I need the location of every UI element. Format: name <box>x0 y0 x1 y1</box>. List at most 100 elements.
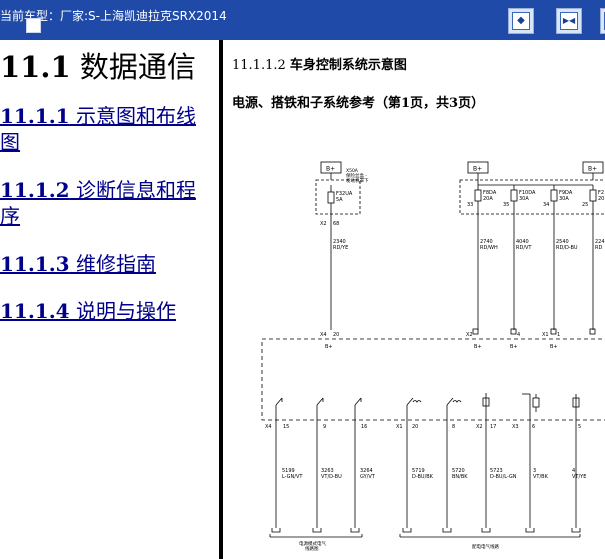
wire-number: 4 <box>572 468 575 474</box>
section-number: 11.1.1.2 <box>232 58 286 73</box>
toc-text: 说明与操作 <box>69 299 176 323</box>
toc-link-2[interactable]: 11.1.2 诊断信息和程序 <box>0 177 215 229</box>
wire-number: 5719 <box>412 468 425 474</box>
switch-pin: X3 <box>512 424 519 430</box>
bplus-label: B+ <box>474 344 482 350</box>
wire-color: RD/D-BU <box>556 245 578 251</box>
internal-switches <box>275 393 580 420</box>
toc-number: 11.1.4 <box>0 299 70 323</box>
wire-number: 3264 <box>360 468 373 474</box>
pin-label: 68 <box>333 221 339 227</box>
switch-pin: X1 <box>396 424 403 430</box>
content-panel: 11.1.1.2 车身控制系统示意图 电源、搭铁和子系统参考（第1页，共3页） … <box>223 40 605 559</box>
wire-number: 4040 <box>516 239 529 245</box>
wire-color: RD/YE <box>333 245 348 251</box>
bottom-terminals <box>269 528 581 538</box>
section-title-text: 车身控制系统示意图 <box>289 58 407 73</box>
fuse-amp: 20 <box>598 196 604 202</box>
toc-link-1[interactable]: 11.1.1 示意图和布线图 <box>0 103 215 155</box>
wire-number: 3263 <box>321 468 334 474</box>
pin-label: 33 <box>467 202 473 208</box>
window-title: 当前车型：厂家:S-上海凯迪拉克SRX2014 <box>0 9 227 23</box>
toc-link-4[interactable]: 11.1.4 说明与操作 <box>0 298 215 324</box>
wire-color: VT/YE <box>572 474 586 480</box>
pane-divider[interactable] <box>219 40 223 559</box>
switch-pin: X2 <box>476 424 483 430</box>
wire-color: RD/WH <box>480 245 498 251</box>
fuse-name: F9DA <box>559 190 573 196</box>
fuse-amp: 5A <box>336 197 343 203</box>
sync-toc-button[interactable]: ◆ <box>508 8 534 34</box>
wire-color: VT/BK <box>533 474 549 480</box>
toc-text: 诊断信息和程序 <box>0 178 196 228</box>
toggle-panels-button[interactable]: ▶◀ <box>556 8 582 34</box>
bcm-module-box <box>261 338 605 421</box>
wire-label-2540: 2540 RD/D-BU <box>556 239 578 251</box>
toc-link-3[interactable]: 11.1.3 维修指南 <box>0 251 215 277</box>
wire-number: 2740 <box>480 239 493 245</box>
wire-color: VT/D-BU <box>321 474 342 480</box>
wire-color: GY/VT <box>360 474 376 480</box>
bplus-label: B+ <box>325 344 333 350</box>
fuse-note: X50A 保险丝盒 - 发动机罩下 <box>346 168 369 184</box>
pin-label: 25 <box>582 202 588 208</box>
switch-pin: 20 <box>412 424 418 430</box>
switch-pin: 8 <box>452 424 455 430</box>
fuse-name: F2 <box>598 190 604 196</box>
pin-label: 35 <box>503 202 509 208</box>
wire-color: RD/VT <box>516 245 532 251</box>
fuse-amp: 20A <box>483 196 493 202</box>
wire-label-3: 3 VT/BK <box>533 468 549 480</box>
wire-number: 3 <box>533 468 536 474</box>
switch-pin: 9 <box>323 424 326 430</box>
diagram-subtitle: 电源、搭铁和子系统参考（第1页，共3页） <box>232 96 485 111</box>
conn-label: X4 <box>320 332 327 338</box>
wire-color: RD <box>595 245 602 251</box>
wire-number: 2340 <box>333 239 346 245</box>
bplus-label: B+ <box>550 344 558 350</box>
toc-number: 11.1.1 <box>0 104 70 128</box>
wire-label-4: 4 VT/YE <box>572 468 586 480</box>
heading-number: 11.1 <box>0 50 71 84</box>
wiring-diagram: B+ B+ B+ X50A 保险丝盒 - 发动机罩下 F32UA 5A <box>261 161 605 552</box>
wire-label-5199: 5199 L-GN/VT <box>282 468 303 480</box>
bplus-box-2: B+ <box>467 161 489 174</box>
wire-label-3264: 3264 GY/VT <box>360 468 376 480</box>
bplus-label: B+ <box>326 166 335 173</box>
switch-pin: X4 <box>265 424 272 430</box>
fuse-f32ua: F32UA 5A <box>327 191 353 204</box>
bplus-label: B+ <box>588 166 597 173</box>
bottom-ref-label-2: 配电电气线路 <box>472 543 499 550</box>
fuse-name: F10DA <box>519 190 536 196</box>
page-heading: 11.1 数据通信 <box>0 44 196 86</box>
switch-pin: 17 <box>490 424 496 430</box>
title-bar: 当前车型：厂家:S-上海凯迪拉克SRX2014 ◆ ▶◀ <box>0 0 605 40</box>
fuse-name: F32UA <box>336 191 353 197</box>
wire-label-5719: 5719 D-BU/BK <box>412 468 434 480</box>
conn-label: X2 <box>466 332 473 338</box>
toc-text: 示意图和布线图 <box>0 104 196 154</box>
wire-number: 5720 <box>452 468 465 474</box>
toc-panel: 11.1 数据通信 11.1.1 示意图和布线图 11.1.2 诊断信息和程序 … <box>0 40 219 559</box>
window-icon <box>26 18 41 33</box>
switch-pin: 5 <box>578 424 581 430</box>
split-panels-icon: ▶◀ <box>560 12 578 30</box>
wire-number: 5723 <box>490 468 503 474</box>
conn-label: 4 <box>517 332 520 338</box>
wire-number: 224 <box>595 239 605 245</box>
fuse-amp: 30A <box>559 196 569 202</box>
wire-color: L-GN/VT <box>282 474 303 480</box>
heading-text: 数据通信 <box>70 50 196 84</box>
toc-number: 11.1.2 <box>0 178 70 202</box>
conn-label: 20 <box>333 332 339 338</box>
fuse-name: F8DA <box>483 190 497 196</box>
toc-number: 11.1.3 <box>0 252 70 276</box>
section-title: 11.1.1.2 车身控制系统示意图 <box>232 54 407 73</box>
switch-pin: 16 <box>361 424 367 430</box>
fuse-box-2 <box>459 179 605 215</box>
bplus-box-1: B+ <box>320 161 342 174</box>
next-panel-button[interactable] <box>600 8 605 34</box>
fuse-amp: 30A <box>519 196 529 202</box>
wire-number: 2540 <box>556 239 569 245</box>
wire-label-3263: 3263 VT/D-BU <box>321 468 342 480</box>
